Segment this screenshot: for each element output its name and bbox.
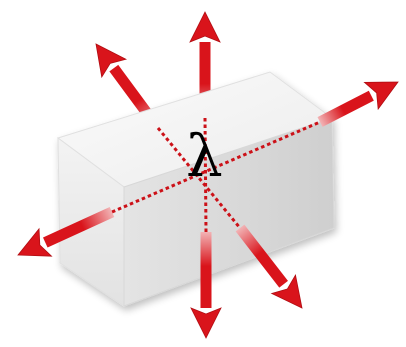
arrow-shaft xyxy=(42,206,115,248)
arrow-down-left-icon xyxy=(17,206,115,257)
arrow-head xyxy=(270,273,303,309)
arrow-head xyxy=(363,81,399,111)
arrow-shaft xyxy=(317,90,374,127)
arrow-head xyxy=(95,43,128,79)
arrow-down-icon xyxy=(190,232,222,339)
arrow-shaft xyxy=(235,224,288,288)
dotted-line-cross-axis xyxy=(156,127,242,229)
arrow-head xyxy=(17,227,53,257)
arrow-down-right-icon xyxy=(235,224,303,309)
arrow-shaft xyxy=(200,232,212,308)
arrow-head xyxy=(189,11,221,43)
lambda-symbol: λ xyxy=(186,122,223,190)
arrow-head xyxy=(190,307,222,339)
dotted-line-long-axis xyxy=(111,120,321,214)
block-side-face xyxy=(123,117,335,307)
arrow-up-right-icon xyxy=(317,81,399,127)
dotted-lines xyxy=(111,117,321,233)
arrows-front-layer xyxy=(17,81,399,339)
